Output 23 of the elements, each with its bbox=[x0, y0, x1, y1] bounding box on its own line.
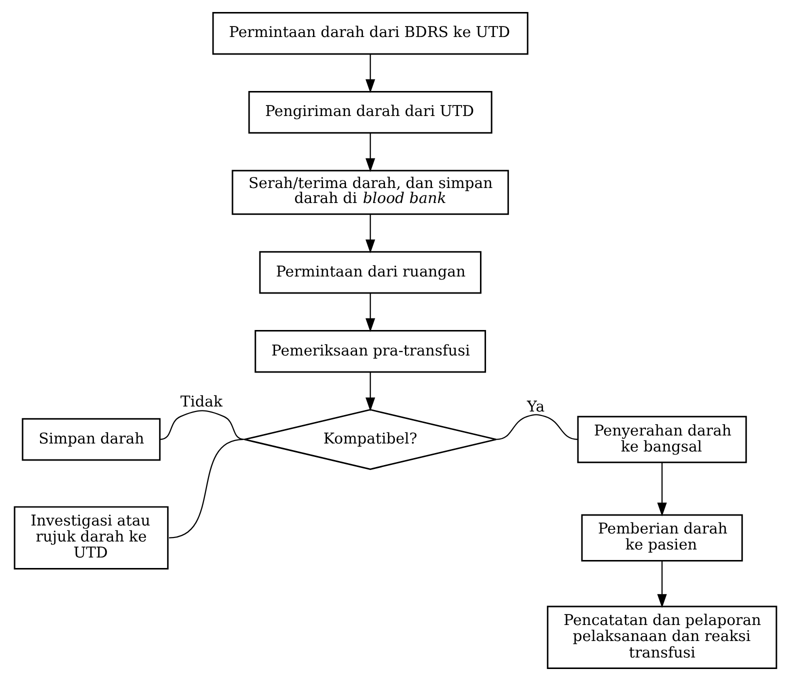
connector bbox=[160, 410, 245, 440]
node-box: Simpan darah bbox=[22, 418, 161, 461]
connector bbox=[168, 438, 244, 538]
node-box: Penyerahan darah ke bangsal bbox=[577, 416, 747, 464]
arrow bbox=[657, 561, 667, 608]
node-box: Permintaan darah dari BDRS ke UTD bbox=[212, 12, 528, 55]
arrow bbox=[366, 214, 376, 254]
node-box: Pemberian darah ke pasien bbox=[581, 514, 743, 562]
arrow bbox=[657, 462, 667, 516]
node-box: Permintaan dari ruangan bbox=[259, 251, 482, 294]
node-box: Serah/terima darah, dan simpan darah di blood bank bbox=[232, 170, 509, 215]
connector bbox=[496, 414, 578, 440]
node-diamond: Kompatibel? bbox=[244, 408, 497, 470]
node-box: Pencatatan dan pelaporan pelaksanaan dan reaksi transfusi bbox=[546, 606, 778, 669]
node-box: Pemeriksaan pra-transfusi bbox=[254, 330, 486, 373]
arrow bbox=[366, 293, 376, 332]
node-box: Investigasi atau rujuk darah ke UTD bbox=[14, 506, 169, 570]
arrow bbox=[366, 133, 376, 172]
edge-label: Ya bbox=[527, 397, 545, 416]
node-box: Pengiriman darah dari UTD bbox=[248, 90, 492, 134]
edge-label: Tidak bbox=[180, 392, 222, 411]
arrow bbox=[366, 54, 376, 93]
arrow bbox=[366, 372, 376, 412]
